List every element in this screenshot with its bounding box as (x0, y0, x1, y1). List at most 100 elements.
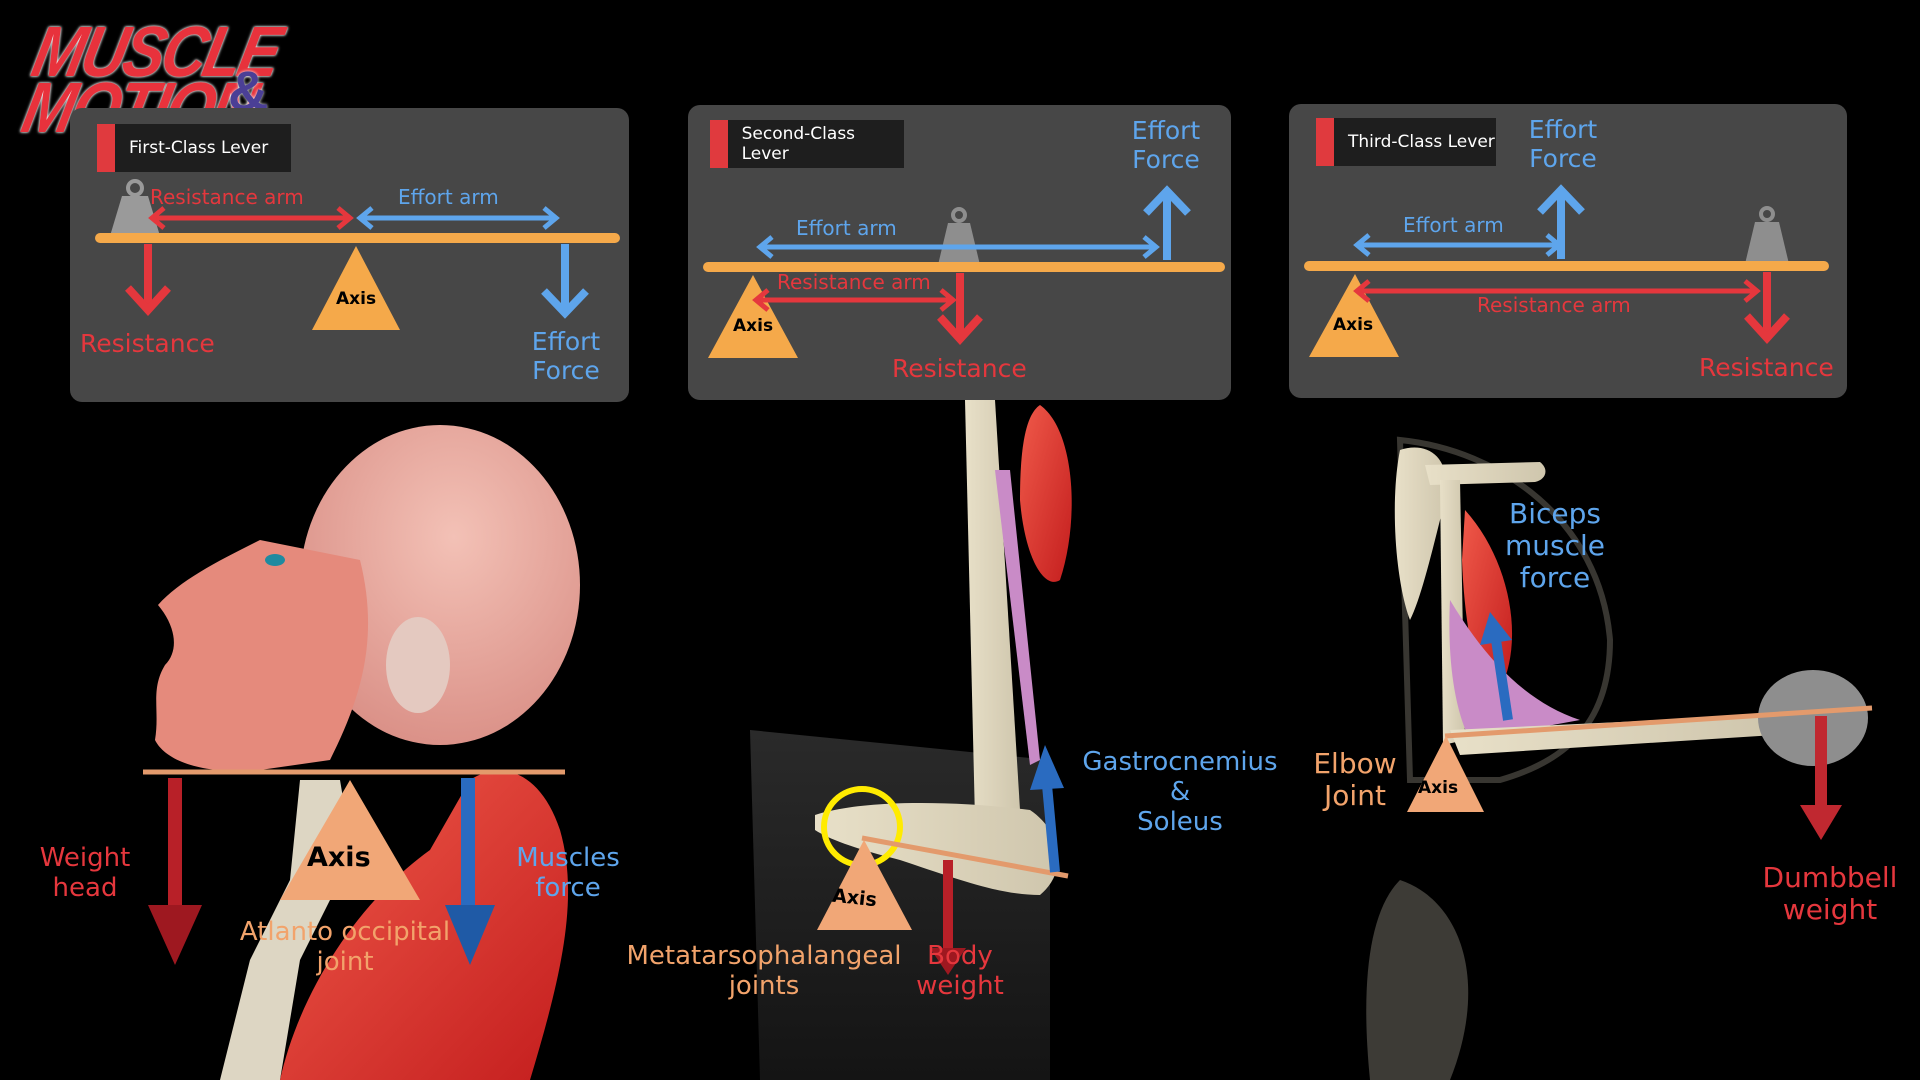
effort-arm-label: Effort arm (1403, 213, 1504, 237)
effort-force-line-1: Effort (1131, 116, 1201, 145)
resistance-force-arrow (125, 244, 171, 316)
effort-force-label: Effort Force (1517, 115, 1609, 174)
neck-effort-arrow (445, 778, 495, 965)
resistance-arm-label: Resistance arm (150, 185, 304, 209)
mtp-line-2: joints (728, 970, 800, 1001)
resistance-arm-arrow (1353, 279, 1761, 303)
panel-title: Third-Class Lever (1316, 118, 1496, 166)
effort-force-arrow (1537, 184, 1585, 259)
second-class-lever-diagram (703, 185, 1225, 358)
brachialis-muscle (1449, 600, 1580, 740)
metatarsophalangeal-joints-label: Metatarsophalangeal joints (616, 941, 912, 1002)
body-weight-line-1: Body (927, 941, 993, 971)
arm-axis-fulcrum (1407, 736, 1484, 812)
axis-fulcrum (1309, 274, 1399, 357)
mtp-line-1: Metatarsophalangeal (626, 941, 902, 971)
effort-arm-label: Effort arm (796, 216, 897, 240)
effort-force-line-1: Effort (531, 327, 601, 356)
tibia (965, 400, 1020, 830)
effort-force-label: Effort Force (1120, 116, 1212, 175)
cranium (300, 425, 580, 745)
weight-icon (1745, 222, 1789, 264)
resistance-label: Resistance (1699, 353, 1834, 382)
biceps-line-3: force (1519, 561, 1591, 595)
gastrocnemius-line-2: & (1169, 776, 1191, 807)
effort-force-line-2: Force (532, 355, 600, 385)
effort-arm-arrow (756, 235, 1160, 259)
resistance-label: Resistance (892, 354, 1027, 383)
body-weight-line-2: weight (916, 970, 1004, 1001)
title-accent (97, 124, 115, 172)
title-accent (1316, 118, 1334, 166)
neck-axis-label: Axis (307, 842, 371, 873)
resistance-arm-arrow (752, 288, 957, 312)
weight-handle (126, 179, 144, 197)
arm-axis-label: Axis (1418, 778, 1459, 798)
resistance-label: Resistance (80, 329, 215, 358)
resistance-arm-label: Resistance arm (777, 270, 931, 294)
foot-effort-arrow (1030, 745, 1064, 873)
head-illustration (155, 425, 580, 1080)
neck-muscles (280, 770, 569, 1080)
elbow-line-1: Elbow (1313, 747, 1397, 780)
panel-title: First-Class Lever (97, 124, 291, 172)
muscles-force-line-1: Muscles (516, 843, 620, 873)
elbow-joint-label: Elbow Joint (1305, 747, 1405, 813)
first-class-lever-panel: First-Class Lever Resistance arm Effort … (70, 108, 629, 402)
dumbbell-line-1: Dumbbell (1762, 861, 1898, 894)
body-weight-label: Body weight (910, 941, 1010, 1002)
effort-force-label: Effort Force (520, 327, 612, 386)
axis-fulcrum (708, 275, 798, 358)
muscles-force-label: Muscles force (508, 843, 628, 904)
gastrocnemius-soleus-label: Gastrocnemius & Soleus (1070, 747, 1290, 838)
soleus-muscle (995, 470, 1040, 765)
resistance-force-arrow (1744, 272, 1790, 344)
effort-arm-label: Effort arm (398, 185, 499, 209)
clavicle (1425, 462, 1546, 485)
third-class-lever-diagram (1304, 184, 1829, 357)
biceps-line-2: muscle (1504, 529, 1605, 563)
weight-head-label: Weight head (30, 843, 140, 904)
dumbbell-line-2: weight (1782, 893, 1878, 927)
foot-lever-bar (861, 835, 1069, 879)
weight-head-line-1: Weight (39, 843, 131, 873)
foot-axis-label: Axis (831, 884, 878, 912)
resistance-arm-arrow (148, 206, 354, 230)
effort-force-line-2: Force (1529, 143, 1597, 173)
panel-title-text: Second-Class Lever (741, 124, 856, 164)
joint-line-1: Atlanto occipital (239, 917, 451, 947)
scapula (1394, 447, 1447, 620)
forearm-bones (1450, 715, 1775, 755)
effort-force-arrow (541, 244, 589, 319)
foot-bones (815, 803, 1059, 895)
effort-arm-arrow (356, 206, 560, 230)
axis-label: Axis (1333, 315, 1374, 335)
weight-icon (110, 196, 160, 236)
muscles-force-line-2: force (535, 872, 601, 903)
panel-title-text: First-Class Lever (129, 138, 269, 158)
first-class-lever-diagram (95, 179, 620, 330)
arm-effort-arrow (1480, 612, 1513, 721)
title-accent (710, 120, 728, 168)
eye (265, 554, 285, 566)
effort-force-line-2: Force (1132, 144, 1200, 174)
axis-label: Axis (336, 289, 377, 309)
resistance-arm-label: Resistance arm (1477, 293, 1631, 317)
atlanto-occipital-joint-label: Atlanto occipital joint (230, 917, 460, 978)
foot-axis-fulcrum (817, 840, 912, 930)
arm-resistance-arrow (1800, 716, 1842, 840)
axis-label: Axis (733, 316, 774, 336)
panel-title: Second-Class Lever (710, 120, 904, 168)
dumbbell (1758, 670, 1868, 766)
biceps-line-1: Biceps (1509, 497, 1601, 530)
second-class-lever-panel: Second-Class Lever Effort arm Resistance… (688, 105, 1231, 400)
effort-force-line-1: Effort (1528, 115, 1598, 144)
neck-resistance-arrow (148, 778, 202, 965)
elbow-line-2: Joint (1324, 779, 1386, 813)
calf-muscle (1020, 405, 1072, 582)
arm-illustration (1366, 436, 1868, 1080)
panel-title-text: Third-Class Lever (1348, 132, 1495, 152)
axis-fulcrum (312, 246, 400, 330)
gastrocnemius-line-1: Gastrocnemius (1082, 747, 1278, 777)
